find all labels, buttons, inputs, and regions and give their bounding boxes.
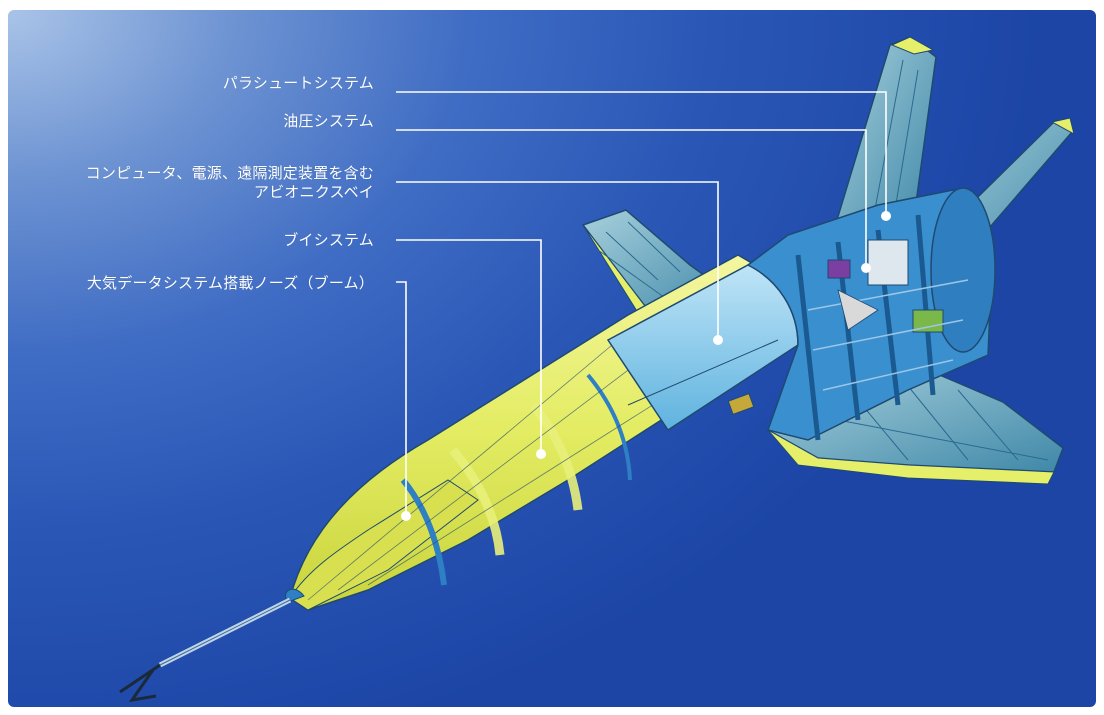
hydraulic-leader-dot — [861, 263, 871, 273]
vehicle-cutaway-diagram — [119, 36, 1075, 703]
vertical-tail-fin — [831, 36, 937, 234]
hydraulic-leader — [396, 129, 867, 268]
buoy-leader-dot — [536, 449, 546, 459]
callout-avionics-line1: コンピュータ、電源、遠隔測定装置を含む — [85, 164, 374, 182]
callout-air-data-nose-boom: 大気データシステム搭載ノーズ（ブーム） — [86, 274, 374, 292]
callout-parachute-system: パラシュートシステム — [222, 74, 374, 92]
diagram-frame: パラシュートシステム 油圧システム コンピュータ、電源、遠隔測定装置を含む アビ… — [8, 10, 1096, 707]
callout-avionics-bay: コンピュータ、電源、遠隔測定装置を含む アビオニクスベイ — [86, 164, 374, 202]
parachute-leader-dot — [881, 211, 891, 221]
airdata-leader-dot — [401, 511, 411, 521]
rear-equipment-section — [746, 187, 996, 441]
nose-boom-probe — [119, 588, 305, 703]
buoy-leader — [396, 239, 542, 454]
avionics-leader — [396, 181, 719, 340]
callout-leader-lines — [396, 91, 891, 521]
parachute-leader — [396, 91, 887, 216]
avionics-leader-dot — [713, 335, 723, 345]
callout-hydraulic-system: 油圧システム — [283, 112, 374, 130]
callout-avionics-line2: アビオニクスベイ — [253, 183, 374, 201]
callout-buoy-system: ブイシステム — [283, 231, 374, 249]
airdata-leader — [396, 281, 407, 516]
